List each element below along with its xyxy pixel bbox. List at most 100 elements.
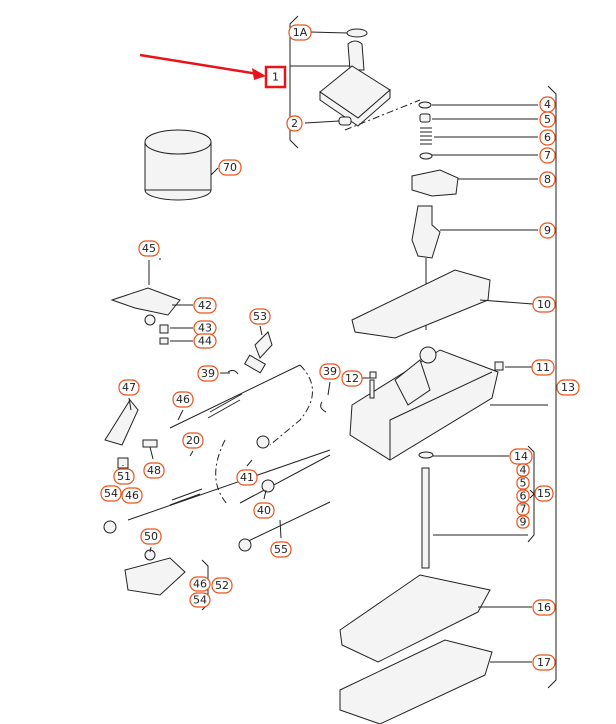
callout-47: 47 bbox=[118, 379, 140, 396]
callout-50: 50 bbox=[140, 528, 162, 545]
group-bracket-13 bbox=[547, 85, 557, 689]
svg-text:39: 39 bbox=[201, 367, 215, 380]
svg-text:41: 41 bbox=[240, 471, 254, 484]
svg-text:47: 47 bbox=[122, 381, 136, 394]
callout-43: 43 bbox=[193, 320, 217, 336]
callout-5: 5 bbox=[539, 111, 556, 128]
svg-text:5: 5 bbox=[520, 477, 527, 490]
svg-text:15: 15 bbox=[537, 487, 551, 500]
callout-1: 1 bbox=[272, 71, 279, 84]
callout-7: 7 bbox=[539, 147, 556, 164]
callout-54b: 54 bbox=[189, 592, 211, 608]
callout-16: 16 bbox=[532, 599, 556, 616]
shift-housing-part bbox=[349, 346, 504, 461]
svg-text:40: 40 bbox=[257, 504, 271, 517]
callout-46c: 46 bbox=[189, 576, 211, 592]
callout-15-9: 9 bbox=[516, 515, 530, 529]
callout-41: 41 bbox=[236, 469, 258, 486]
svg-text:43: 43 bbox=[198, 322, 212, 335]
svg-text:11: 11 bbox=[536, 361, 550, 374]
leader-lines bbox=[122, 31, 548, 663]
svg-text:13: 13 bbox=[561, 381, 575, 394]
callout-15-6: 6 bbox=[516, 489, 530, 503]
svg-text:39: 39 bbox=[323, 365, 337, 378]
callout-53: 53 bbox=[249, 308, 271, 325]
svg-text:1A: 1A bbox=[293, 26, 308, 39]
callout-2: 2 bbox=[286, 115, 303, 132]
svg-text:5: 5 bbox=[544, 113, 551, 126]
svg-text:54: 54 bbox=[193, 594, 207, 607]
svg-text:6: 6 bbox=[520, 490, 527, 503]
group-bracket-1 bbox=[289, 15, 299, 149]
callout-6: 6 bbox=[539, 129, 556, 146]
callout-48: 48 bbox=[143, 462, 165, 479]
shift-lever-parts bbox=[411, 101, 459, 330]
lever-parts-lower bbox=[103, 331, 377, 596]
svg-text:20: 20 bbox=[186, 434, 200, 447]
svg-text:51: 51 bbox=[117, 470, 131, 483]
highlight-arrow bbox=[139, 53, 259, 76]
selector-cable-part bbox=[169, 354, 313, 446]
svg-text:2: 2 bbox=[291, 117, 298, 130]
gear-knob-boot-part bbox=[319, 28, 421, 131]
callout-39b: 39 bbox=[319, 363, 341, 380]
svg-text:45: 45 bbox=[142, 242, 156, 255]
svg-text:55: 55 bbox=[274, 543, 288, 556]
callout-46b: 46 bbox=[121, 487, 143, 504]
svg-text:9: 9 bbox=[544, 224, 551, 237]
callout-4: 4 bbox=[539, 96, 556, 113]
svg-text:14: 14 bbox=[514, 450, 528, 463]
callout-15: 15 bbox=[529, 485, 554, 502]
damper-ring-part bbox=[144, 129, 212, 201]
callout-13: 13 bbox=[556, 379, 580, 396]
shift-shaft-part bbox=[418, 451, 434, 569]
callout-labels: 1A 2 4 5 6 7 8 9 10 11 12 13 14 4 5 6 7 … bbox=[100, 24, 580, 671]
highlight-arrowhead-icon bbox=[252, 68, 266, 80]
highlight-box bbox=[264, 65, 287, 89]
svg-text:54: 54 bbox=[104, 487, 118, 500]
callout-51: 51 bbox=[113, 468, 135, 485]
callout-46a: 46 bbox=[172, 391, 194, 408]
callout-9: 9 bbox=[539, 222, 556, 239]
callout-14: 14 bbox=[509, 448, 533, 465]
callout-70: 70 bbox=[218, 159, 242, 176]
svg-text:46: 46 bbox=[176, 393, 190, 406]
callout-15-4: 4 bbox=[516, 463, 530, 477]
seal-plate-part bbox=[339, 639, 493, 724]
svg-text:50: 50 bbox=[144, 530, 158, 543]
callout-40: 40 bbox=[253, 502, 275, 519]
svg-text:6: 6 bbox=[544, 131, 551, 144]
callout-42: 42 bbox=[193, 297, 217, 314]
svg-text:42: 42 bbox=[198, 299, 212, 312]
svg-text:7: 7 bbox=[544, 149, 551, 162]
callout-15-7: 7 bbox=[516, 502, 530, 516]
svg-text:4: 4 bbox=[544, 98, 551, 111]
svg-text:53: 53 bbox=[253, 310, 267, 323]
svg-text:46: 46 bbox=[193, 578, 207, 591]
callout-55: 55 bbox=[270, 541, 292, 558]
svg-text:10: 10 bbox=[537, 298, 551, 311]
svg-text:9: 9 bbox=[520, 516, 527, 529]
svg-text:44: 44 bbox=[198, 335, 212, 348]
svg-text:48: 48 bbox=[147, 464, 161, 477]
svg-text:46: 46 bbox=[125, 489, 139, 502]
svg-text:17: 17 bbox=[537, 656, 551, 669]
callout-12: 12 bbox=[341, 370, 363, 387]
callout-20: 20 bbox=[182, 432, 204, 449]
callout-45: 45 bbox=[138, 240, 160, 257]
callout-10: 10 bbox=[532, 296, 556, 313]
svg-text:4: 4 bbox=[520, 464, 527, 477]
callout-1a: 1A bbox=[288, 24, 312, 41]
callout-15-5: 5 bbox=[516, 476, 530, 490]
callout-39a: 39 bbox=[197, 365, 219, 382]
callout-44: 44 bbox=[193, 333, 217, 349]
callout-11: 11 bbox=[531, 359, 555, 376]
callout-17: 17 bbox=[532, 654, 556, 671]
svg-text:8: 8 bbox=[544, 173, 551, 186]
svg-text:52: 52 bbox=[215, 579, 229, 592]
gearshift-cable-part bbox=[127, 435, 331, 521]
svg-text:12: 12 bbox=[345, 372, 359, 385]
svg-text:16: 16 bbox=[537, 601, 551, 614]
callout-52: 52 bbox=[211, 577, 233, 594]
